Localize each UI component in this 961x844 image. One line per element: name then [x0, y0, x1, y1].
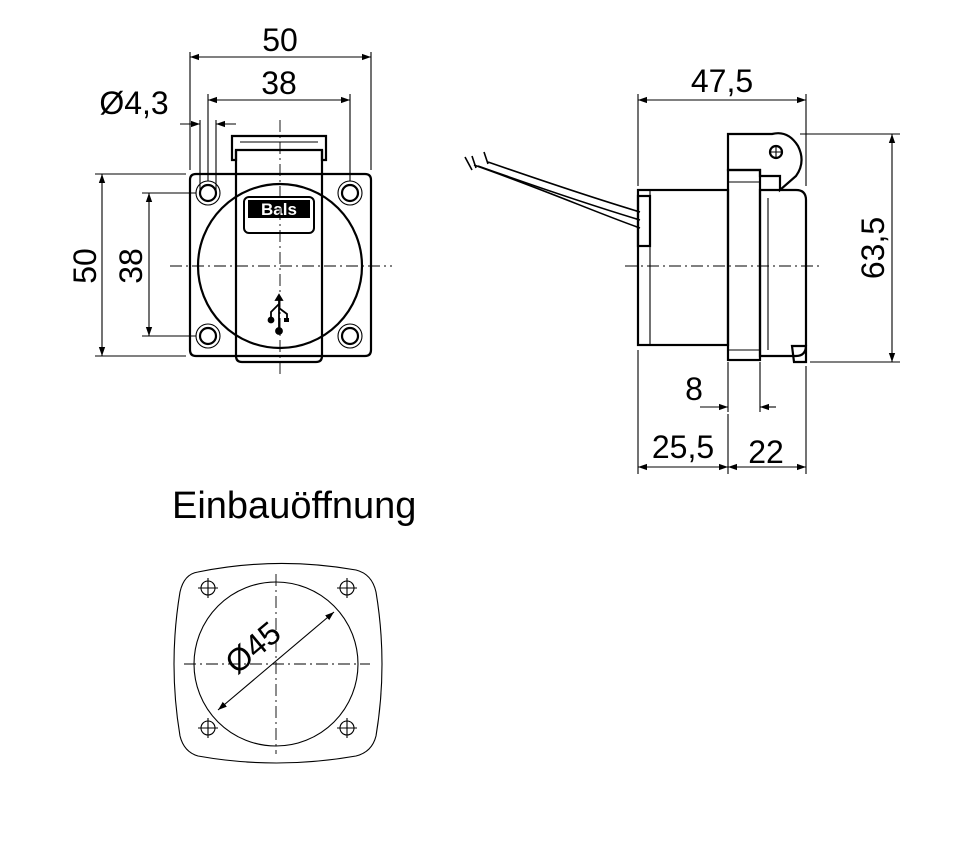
dim-front-hole-spacing-height: 38	[113, 248, 149, 284]
front-dimensions: 50 38 Ø4,3 50 38	[67, 22, 372, 357]
side-view	[464, 132, 822, 364]
usb-icon	[267, 293, 289, 335]
cutout-diameter-line	[217, 611, 335, 711]
cutout-title: Einbauöffnung	[172, 485, 416, 527]
side-flange	[726, 168, 762, 362]
dim-front-hole-spacing: 38	[261, 65, 297, 101]
cutout-view: Ø45	[173, 562, 383, 764]
brand-logo: Bals	[261, 200, 297, 219]
cutout-outline	[173, 562, 383, 764]
front-view: Bals	[170, 120, 392, 375]
side-front-cover	[758, 188, 808, 358]
side-lid	[726, 132, 803, 193]
lid-hinge	[230, 134, 328, 162]
dim-front-depth: 22	[748, 434, 784, 470]
dim-front-width: 50	[262, 22, 298, 58]
side-dimensions: 47,5 63,5 8 25,5 22	[637, 63, 900, 474]
dim-side-depth: 47,5	[691, 63, 753, 99]
side-rear-body	[636, 188, 730, 347]
dim-front-height: 50	[67, 248, 103, 284]
dim-hole-diameter: Ø4,3	[99, 85, 168, 121]
dim-side-height: 63,5	[855, 217, 891, 279]
front-flange	[188, 172, 373, 358]
hinged-lid	[234, 150, 324, 364]
side-wire-block	[636, 194, 652, 248]
cable-wires	[464, 151, 641, 229]
dim-rear-depth: 25,5	[652, 429, 714, 465]
dim-cutout-diameter: Ø45	[218, 614, 287, 680]
dim-flange-offset: 8	[685, 371, 703, 407]
cutout-holes	[198, 578, 357, 738]
